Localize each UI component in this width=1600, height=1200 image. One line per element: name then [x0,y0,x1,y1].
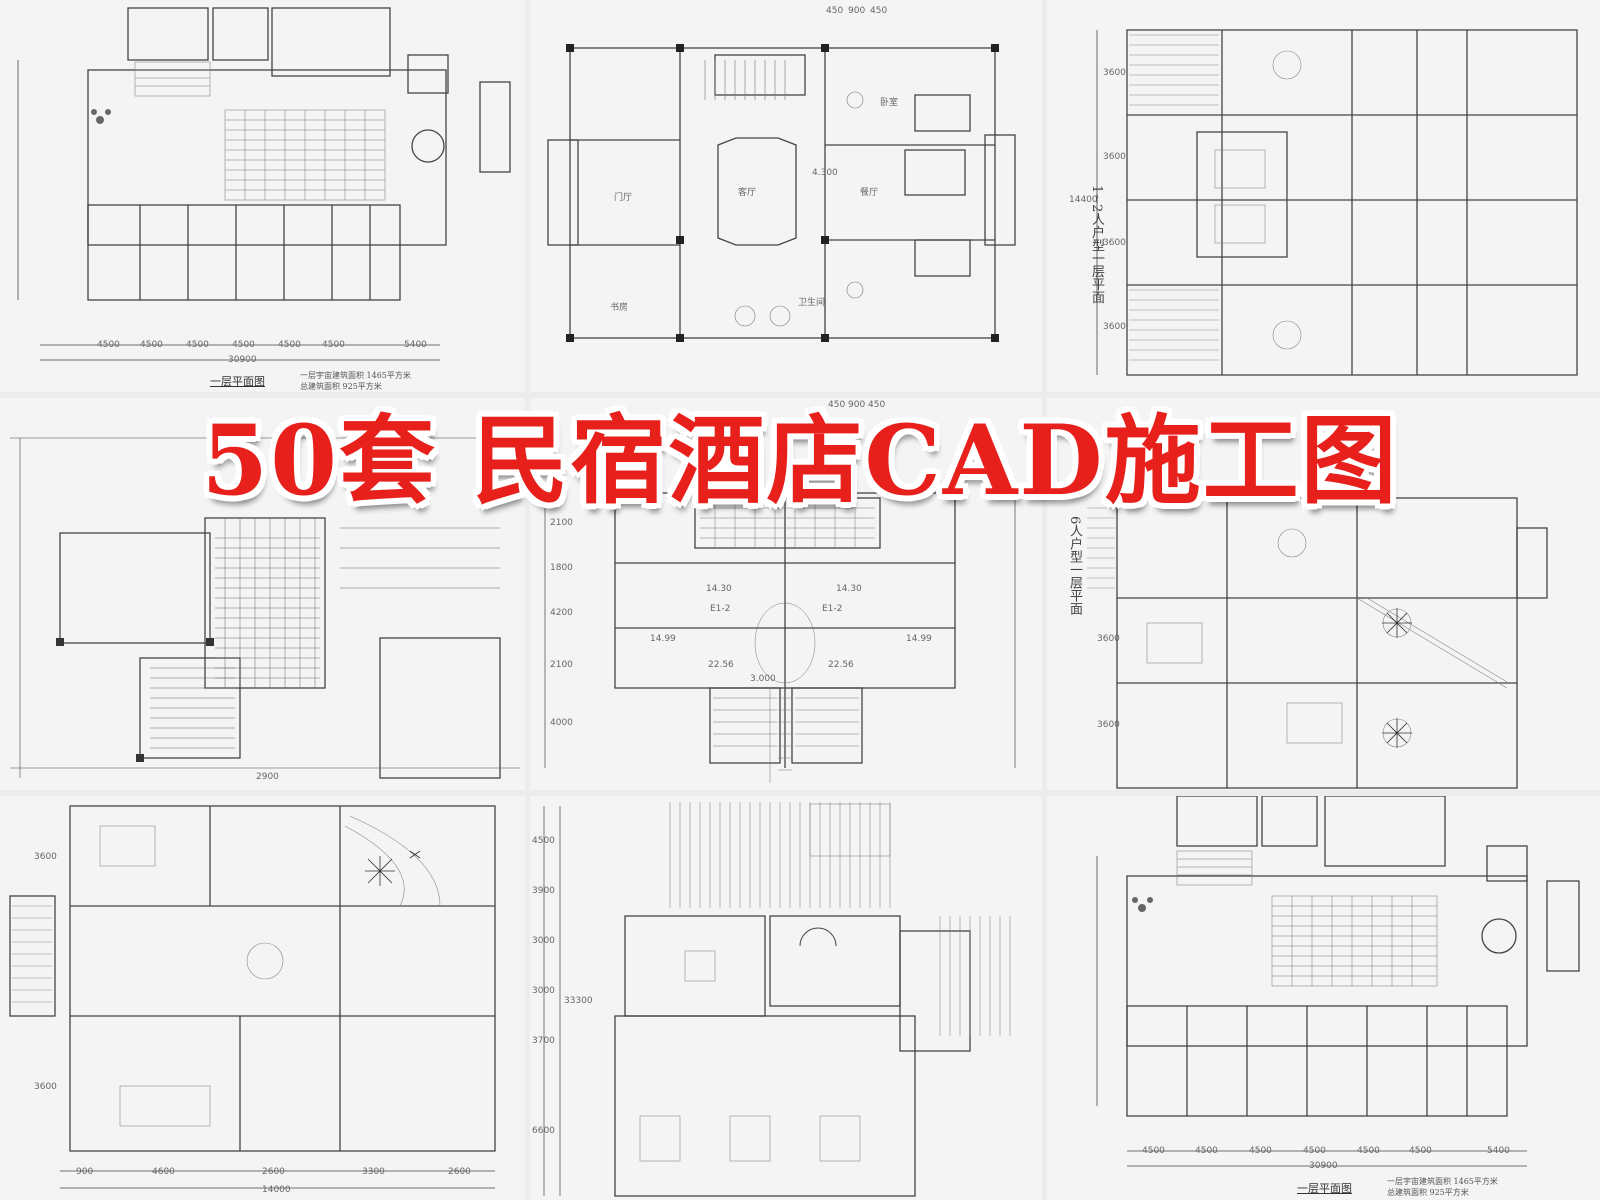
plan-1-dim-7: 5400 [404,340,427,350]
plan-9-dim-4: 4500 [1303,1146,1326,1156]
floor-plan-7: 900 4600 2600 3300 2600 14000 3600 3600 [0,796,525,1200]
plan-6-side-2: 3600 [1097,720,1120,730]
plan-7-side-2: 3600 [34,1082,57,1092]
plan-2-label-6: 卫生间 [798,298,826,308]
plan-9-dim-1: 4500 [1142,1146,1165,1156]
plan-7-dim-1: 900 [76,1167,94,1177]
plan-5-area-4: 14.99 [906,634,932,644]
plan-8-total-side: 33300 [564,996,593,1006]
plan-7-side-1: 3600 [34,852,57,862]
plan-5-dim-2: 900 [848,400,866,410]
plan-1-dim-5: 4500 [278,340,301,350]
plan-9-dim-3: 4500 [1249,1146,1272,1156]
plan-9-note-2: 总建筑面积 925平方米 [1387,1188,1469,1197]
plan-9-dim-6: 4500 [1409,1146,1432,1156]
plan-7-dim-4: 3300 [362,1167,385,1177]
plan-2-label-5: 书房 [610,303,629,313]
plan-5-side-5: 4000 [550,718,573,728]
plan-6-title: 6人户型一层平面 [1067,516,1082,616]
plan-5-unit-2: E1-2 [822,604,843,614]
plan-7-dim-2: 4600 [152,1167,175,1177]
floor-plan-8-drawing [543,802,1011,1197]
plan-3-dim-1: 3600 [1103,68,1126,78]
plan-8-side-3: 3000 [532,936,555,946]
plan-5-side-2: 1800 [550,563,573,573]
floor-plan-5: 450 900 450 2100 1800 4200 2100 4000 14.… [530,398,1042,790]
plan-1-dim-6: 4500 [322,340,345,350]
floor-plan-1-drawing [17,7,511,361]
floor-plan-6-drawing [1087,497,1548,789]
plan-2-dim-3: 450 [870,6,888,16]
plan-9-dim-5: 4500 [1357,1146,1380,1156]
plan-4-dim-1: 2900 [256,772,279,782]
plan-9-dim-2: 4500 [1195,1146,1218,1156]
floor-plan-3-drawing [1096,29,1578,376]
floor-plan-9: 4500 4500 4500 4500 4500 4500 5400 30900… [1047,796,1600,1200]
plan-2-label-4: 卧室 [880,98,899,108]
plan-5-side-3: 4200 [550,608,573,618]
plan-3-title: 1~2人户型一层平面 [1089,185,1104,304]
plan-2-dim-1: 450 [826,6,844,16]
plan-2-label-ring: 4.300 [812,168,838,178]
floor-plan-4-drawing [10,437,520,779]
plan-1-note-1: 一层宇宙建筑面积 1465平方米 [300,371,411,380]
plan-5-area-5: 22.56 [708,660,734,670]
plan-2-label-2: 客厅 [738,188,757,198]
plan-7-dim-3: 2600 [262,1167,285,1177]
plan-1-caption: 一层平面图 [210,375,265,388]
plan-9-note-1: 一层宇宙建筑面积 1465平方米 [1387,1177,1498,1186]
plan-8-side-5: 3700 [532,1036,555,1046]
plan-9-caption: 一层平面图 [1297,1182,1352,1195]
plan-9-total: 30900 [1309,1161,1338,1171]
plan-7-total: 14000 [262,1185,291,1195]
plan-1-dim-4: 4500 [232,340,255,350]
plan-3-dim-4: 3600 [1103,322,1126,332]
plan-5-unit-1: E1-2 [710,604,731,614]
plan-3-dim-2: 3600 [1103,152,1126,162]
plan-8-side-2: 3900 [532,886,555,896]
plan-1-dim-1: 4500 [97,340,120,350]
plan-5-area-3: 14.99 [650,634,676,644]
plan-5-side-4: 2100 [550,660,573,670]
plan-5-area-2: 14.30 [836,584,862,594]
plan-8-side-1: 4500 [532,836,555,846]
plan-3-total: 14400 [1069,195,1098,205]
floor-plan-1: 4500 4500 4500 4500 4500 4500 5400 30900… [0,0,525,392]
plan-8-side-4: 3000 [532,986,555,996]
floor-plan-6: 3600 3600 6人户型一层平面 [1047,398,1600,790]
plan-2-label-1: 门厅 [614,193,633,203]
floor-plan-7-drawing [9,805,496,1189]
floor-plan-8: 4500 3900 3000 3000 3700 6600 33300 [530,796,1042,1200]
plan-2-dim-2: 900 [848,6,866,16]
plan-1-dim-2: 4500 [140,340,163,350]
plan-9-dim-7: 5400 [1487,1146,1510,1156]
plan-2-label-3: 餐厅 [860,188,879,198]
floor-plan-4: 2900 [0,398,525,790]
floor-plan-5-drawing [544,492,1016,783]
plan-5-area-6: 22.56 [828,660,854,670]
floor-plan-2-drawing [547,44,1016,342]
plan-6-side-1: 3600 [1097,634,1120,644]
plan-7-dim-5: 2600 [448,1167,471,1177]
floor-plan-2: 450 900 450 4.300 门厅 客厅 餐厅 卧室 书房 卫生间 [530,0,1042,392]
plan-1-total: 30900 [228,355,257,365]
floor-plan-9-drawing [1096,796,1580,1167]
plan-8-side-6: 6600 [532,1126,555,1136]
plan-5-side-1: 2100 [550,518,573,528]
floor-plan-3: 3600 3600 3600 3600 14400 1~2人户型一层平面 [1047,0,1600,392]
plan-5-area-7: 3.000 [750,674,776,684]
plan-5-dim-3: 450 [868,400,886,410]
plan-5-area-1: 14.30 [706,584,732,594]
plan-3-dim-3: 3600 [1103,238,1126,248]
plan-5-dim-1: 450 [828,400,846,410]
plan-1-dim-3: 4500 [186,340,209,350]
plan-1-note-2: 总建筑面积 925平方米 [300,382,382,391]
